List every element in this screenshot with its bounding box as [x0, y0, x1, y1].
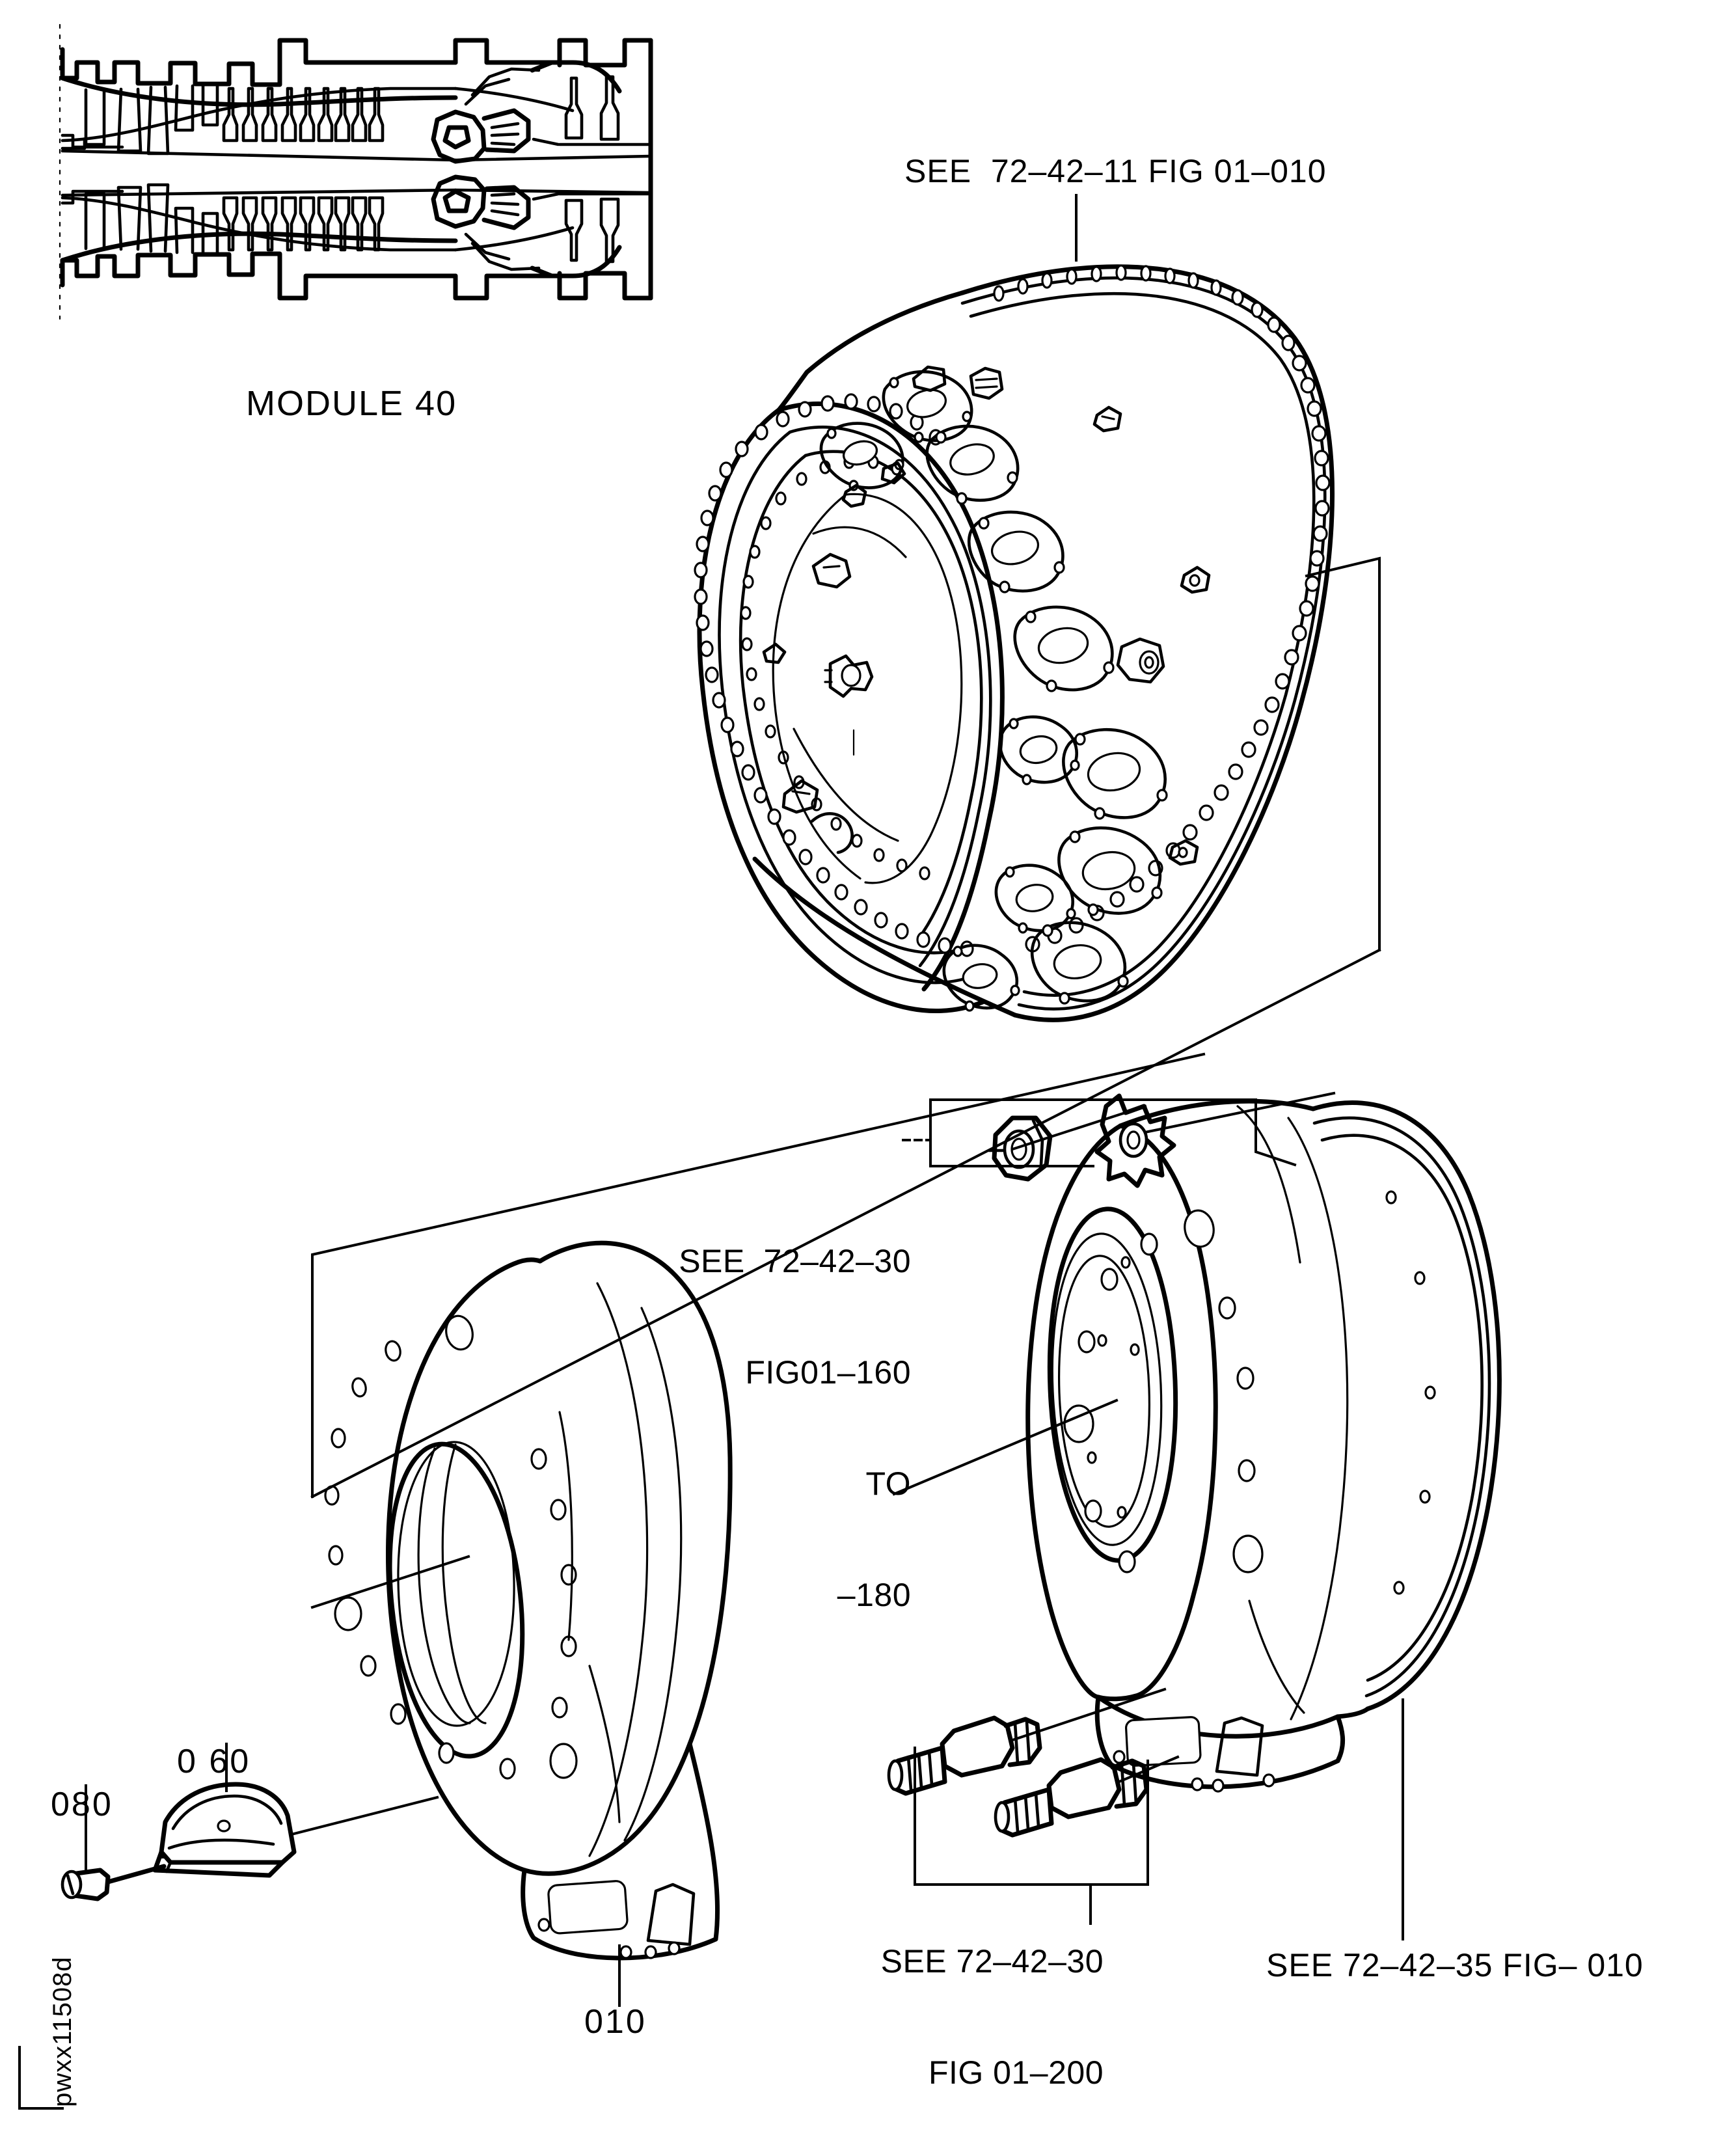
- small-clip-details: [841, 365, 1211, 866]
- callout-mid-line-2: FIG01–160: [745, 1354, 911, 1391]
- combustion-diffuser-casing-drum: [694, 264, 1335, 1022]
- callout-mid-line-1: SEE 72–42–30: [679, 1243, 911, 1279]
- item-number-060[interactable]: 0 60: [177, 1743, 251, 1780]
- module-label: MODULE 40: [246, 384, 457, 423]
- hex-nut: [987, 1115, 1053, 1182]
- drawing-number: pwxx11508d: [48, 1956, 77, 2107]
- callout-mid-line-4: –180: [837, 1577, 911, 1613]
- callout-lower-line-1: SEE 72–42–30: [880, 1943, 1104, 1980]
- callout-lower-line-2: FIG 01–200: [928, 2054, 1104, 2091]
- bolt-fitting-pair: [887, 1715, 1149, 1838]
- callout-right-reference[interactable]: SEE 72–42–35 FIG– 010: [1266, 1947, 1644, 1983]
- screw: [61, 1864, 167, 1901]
- engine-cross-section-inset: [59, 23, 653, 320]
- leader-lines: [18, 194, 1404, 2110]
- boss-pad-group: [819, 370, 1168, 1012]
- item-number-080[interactable]: 080: [51, 1786, 113, 1823]
- item-number-010[interactable]: 010: [584, 2003, 647, 2041]
- callout-mid-line-3: TO: [865, 1465, 911, 1502]
- mounting-bracket: [152, 1782, 297, 1878]
- callout-top-reference[interactable]: SEE 72–42–11 FIG 01–010: [904, 153, 1327, 189]
- callout-mid-reference[interactable]: SEE 72–42–30 FIG01–160 TO –180: [669, 1171, 911, 1651]
- rear-bearing-support-case: [1025, 1098, 1502, 1793]
- callout-lower-reference[interactable]: SEE 72–42–30 FIG 01–200: [843, 1872, 1104, 2129]
- front-bearing-support-case: [324, 1240, 733, 1961]
